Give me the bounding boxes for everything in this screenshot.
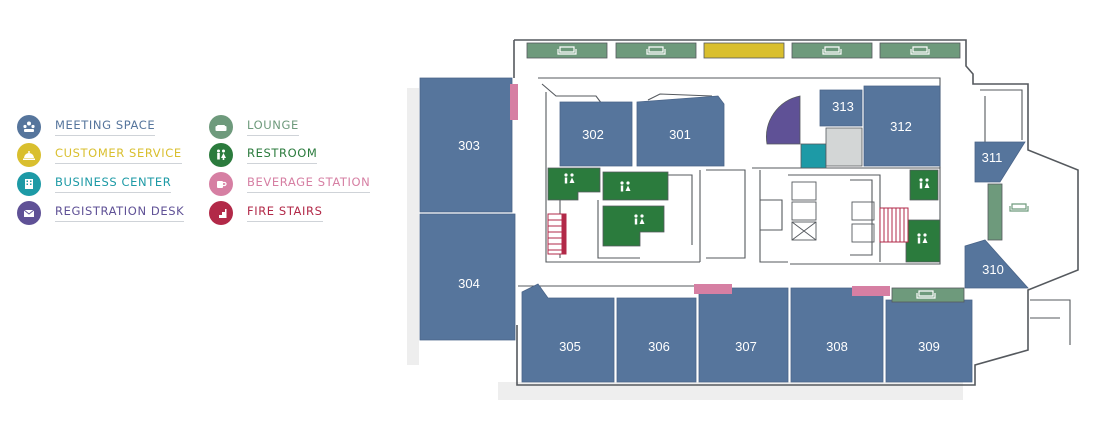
building-icon [17,172,41,196]
room-label-301: 301 [669,127,691,142]
room-312[interactable] [863,85,941,167]
room-305[interactable] [521,283,615,383]
map-legend: MEETING SPACE CUSTOMER SERVICE BUSINESS … [0,0,400,426]
room-302[interactable] [559,101,633,167]
restroom-2[interactable] [602,171,669,201]
room-308[interactable] [790,287,884,383]
room-label-308: 308 [826,339,848,354]
legend-label-customer-service: CUSTOMER SERVICE [55,146,182,164]
beverage-station-south-1[interactable] [694,284,732,294]
room-311[interactable] [974,141,1026,183]
stairs-icon [209,201,233,225]
sofa-icon [209,115,233,139]
room-label-306: 306 [648,339,670,354]
restroom-1[interactable] [547,167,601,201]
room-label-303: 303 [458,138,480,153]
restroom-4[interactable] [909,169,939,201]
room-313[interactable] [819,89,863,127]
room-label-304: 304 [458,276,480,291]
room-304[interactable] [419,213,516,341]
legend-label-registration-desk: REGISTRATION DESK [55,204,185,222]
legend-item-beverage-station: BEVERAGE STATION [209,172,371,196]
room-label-311: 311 [982,150,1003,165]
legend-item-fire-stairs: FIRE STAIRS [209,201,323,225]
elevator-bank [791,181,875,243]
room-label-312: 312 [890,119,912,134]
legend-item-registration-desk: REGISTRATION DESK [17,201,185,225]
legend-item-restroom: RESTROOM [209,143,318,167]
envelope-icon [17,201,41,225]
room-306[interactable] [616,297,697,383]
room-301[interactable] [636,95,725,167]
fire-stairs-west[interactable] [547,213,567,255]
restrooms [547,167,941,263]
legend-label-meeting-space: MEETING SPACE [55,118,156,136]
room-310[interactable] [964,239,1029,289]
restroom-icon [209,143,233,167]
business-center[interactable] [800,143,827,169]
legend-item-business-center: BUSINESS CENTER [17,172,172,196]
room-label-305: 305 [559,339,581,354]
legend-item-lounge: LOUNGE [209,115,299,139]
room-303[interactable] [419,77,513,213]
outer-walls [513,39,1079,386]
legend-label-beverage-station: BEVERAGE STATION [247,175,371,193]
lounge-south[interactable] [891,287,965,303]
service-area [825,127,863,167]
room-label-313: 313 [832,99,854,114]
registration-desk[interactable] [766,95,801,145]
restroom-icon [564,173,930,244]
legend-label-fire-stairs: FIRE STAIRS [247,204,323,222]
restroom-3[interactable] [602,205,665,247]
lounge-top-1[interactable] [526,42,608,59]
coffee-cup-icon [209,172,233,196]
legend-label-restroom: RESTROOM [247,146,318,164]
meeting-rooms [419,77,1029,383]
sofa-icon [1009,203,1029,212]
legend-item-meeting-space: MEETING SPACE [17,115,156,139]
legend-item-customer-service: CUSTOMER SERVICE [17,143,182,167]
lounge-top-3[interactable] [791,42,873,59]
room-307[interactable] [698,287,789,383]
plan-shadow [407,88,963,400]
room-label-309: 309 [918,339,940,354]
customer-service-desk[interactable] [703,42,785,59]
room-label-310: 310 [982,262,1004,277]
beverage-station-west[interactable] [510,84,518,120]
lounge-east[interactable] [987,183,1003,241]
room-label-307: 307 [735,339,757,354]
sofa-icon [557,46,930,55]
sofa-icon [916,290,936,299]
legend-label-lounge: LOUNGE [247,118,299,136]
legend-label-business-center: BUSINESS CENTER [55,175,172,193]
restroom-5[interactable] [905,219,941,263]
fire-stairs-east[interactable] [879,207,909,243]
service-bell-icon [17,143,41,167]
lounge-top-4[interactable] [879,42,961,59]
people-icon [17,115,41,139]
room-label-302: 302 [582,127,604,142]
lounge-top-2[interactable] [615,42,697,59]
beverage-station-south-2[interactable] [852,286,890,296]
